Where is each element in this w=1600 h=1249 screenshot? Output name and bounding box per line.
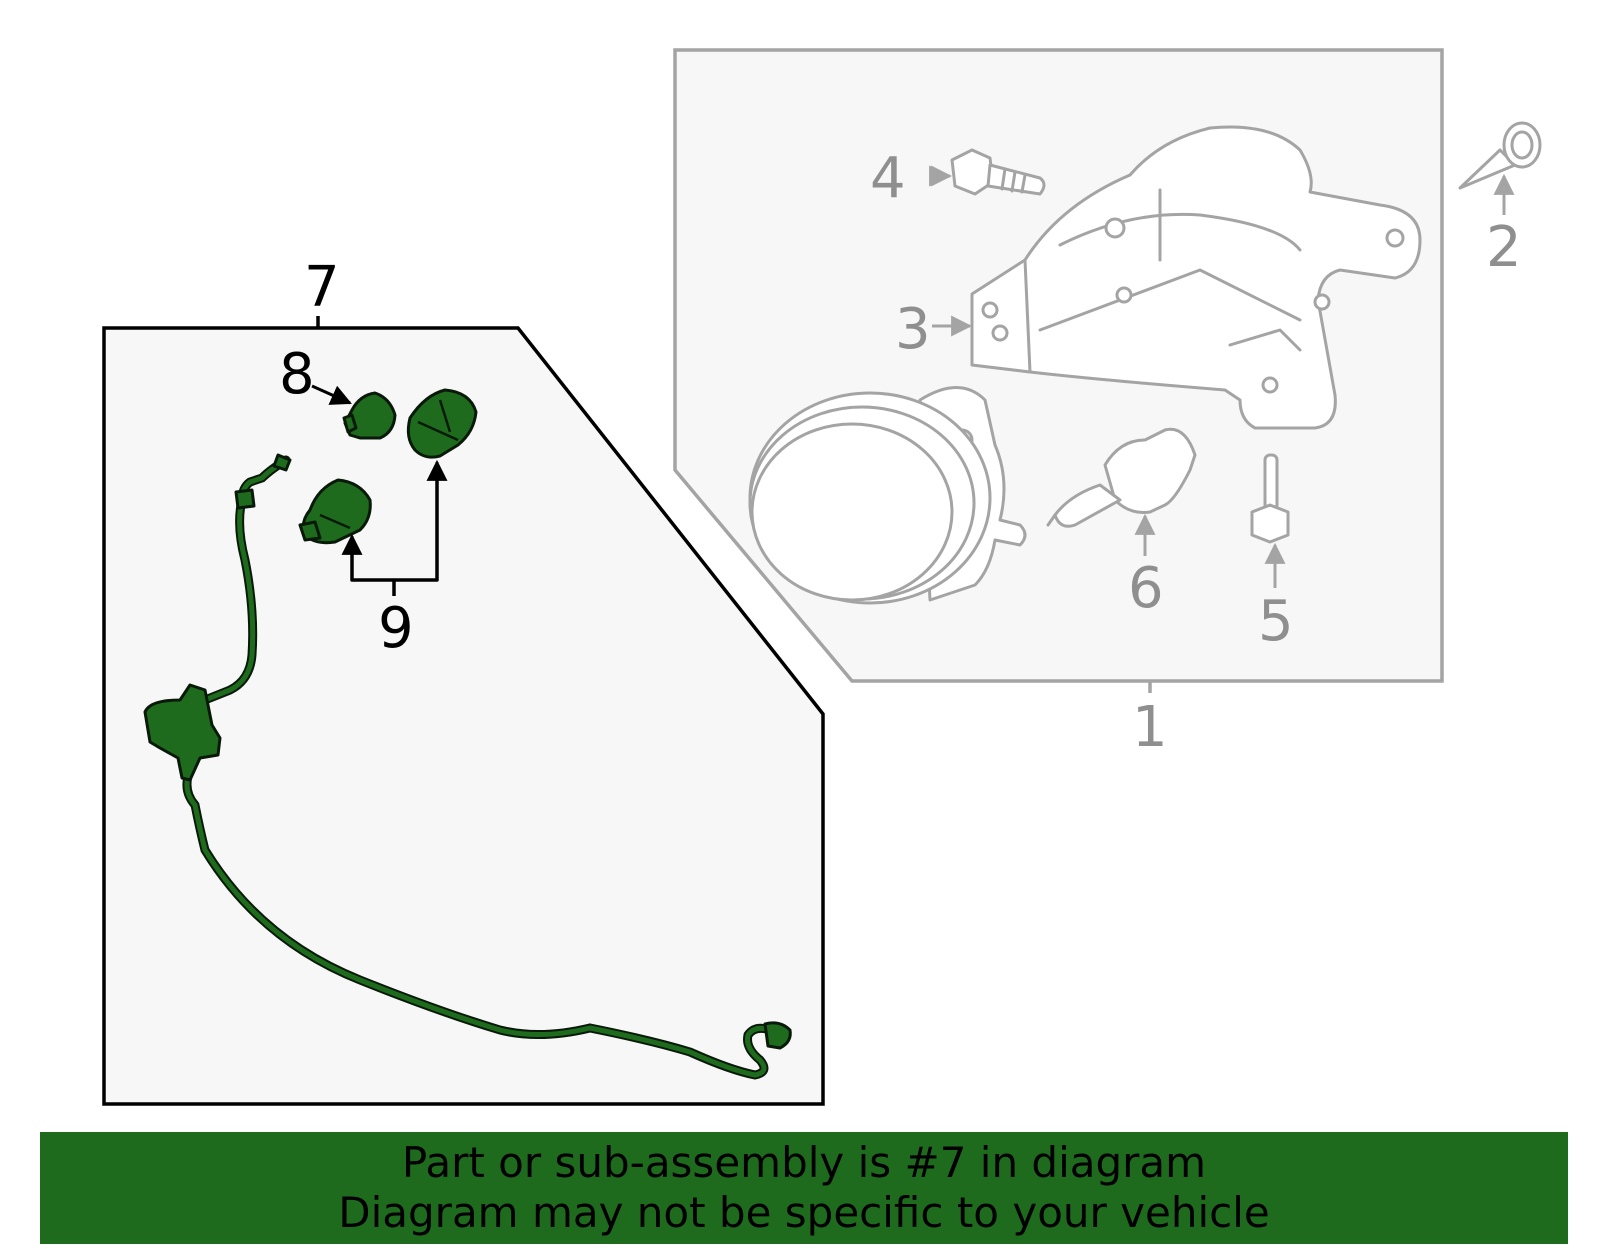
gray-leaders	[929, 165, 1515, 588]
callout-9: 9	[378, 596, 414, 661]
wiring-harness	[143, 453, 792, 1080]
connector-part-9-a	[406, 388, 478, 459]
fog-lamp-bracket	[970, 125, 1422, 430]
fog-lamp-housing	[748, 386, 1027, 605]
screw-part-2	[1458, 121, 1542, 190]
bolt-part-4	[950, 148, 1046, 196]
black-leaders	[311, 384, 448, 596]
banner-line-1: Part or sub-assembly is #7 in diagram	[401, 1138, 1207, 1187]
callout-5: 5	[1258, 589, 1294, 654]
callout-4: 4	[870, 146, 906, 211]
callout-7: 7	[304, 255, 340, 320]
callout-2: 2	[1486, 215, 1522, 280]
wiring-harness-panel	[102, 316, 825, 1106]
callout-3: 3	[895, 297, 931, 362]
banner-line-2: Diagram may not be specific to your vehi…	[338, 1188, 1270, 1237]
connector-part-9-b	[298, 478, 372, 545]
bolt-part-5	[1250, 453, 1290, 544]
callout-1: 1	[1132, 695, 1168, 760]
disclaimer-banner: Part or sub-assembly is #7 in diagram Di…	[40, 1132, 1568, 1244]
callout-6: 6	[1128, 556, 1164, 621]
fog-lamp-bulb	[1046, 427, 1197, 528]
connector-part-8	[342, 391, 397, 440]
callout-8: 8	[279, 342, 315, 407]
